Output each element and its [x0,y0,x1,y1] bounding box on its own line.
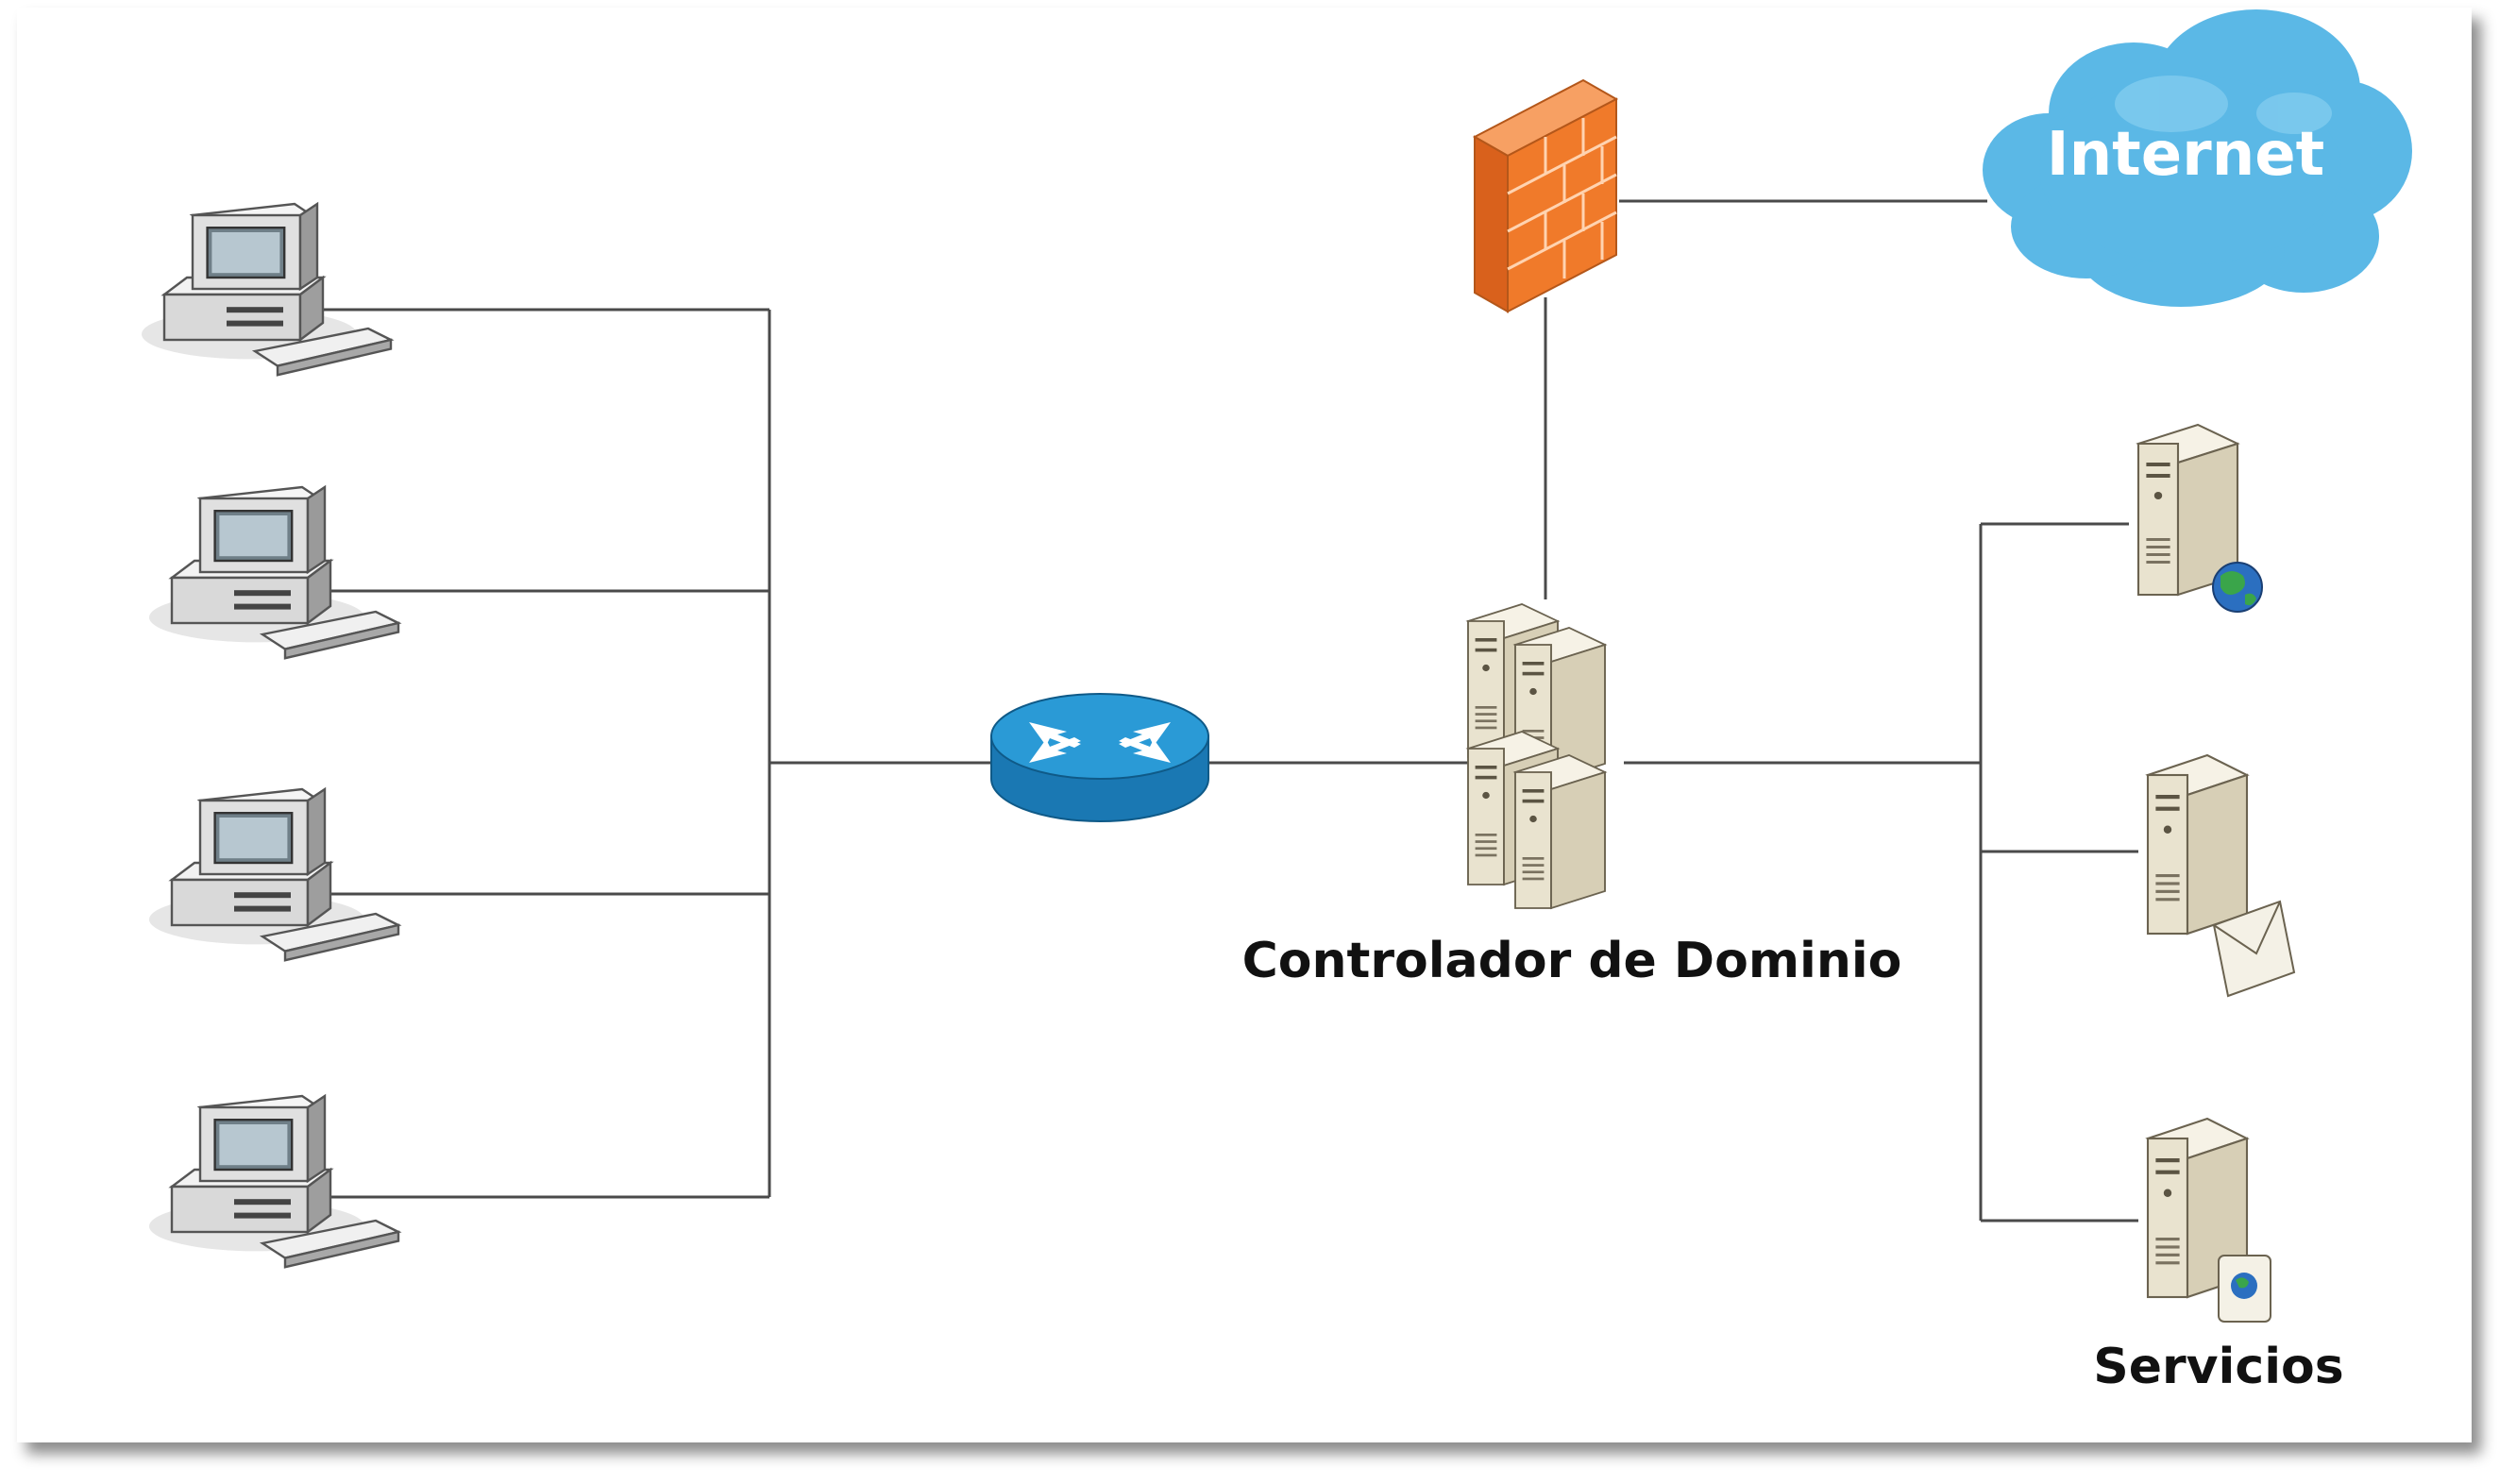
cloud-label: Internet [2047,120,2325,190]
computer-icon [140,202,393,377]
domain-controller-label: Controlador de Dominio [1242,933,1902,989]
mail-server-icon [2146,753,2296,998]
computer-icon [147,787,400,962]
dns-server-icon [2146,1117,2271,1323]
server-cluster-icon [1467,603,1606,909]
workstation-4 [147,1094,400,1269]
firewall-icon [1472,78,1619,313]
workstation-3 [147,787,400,962]
computer-icon [147,1094,400,1269]
web-server-icon [2136,423,2263,613]
router-icon [990,693,1209,822]
services-label: Servicios [2093,1339,2343,1395]
connection-lines [312,199,2138,1223]
computer-icon [147,485,400,660]
workstation-1 [140,202,393,377]
cloud-icon: Internet [1983,9,2412,307]
workstation-2 [147,485,400,660]
